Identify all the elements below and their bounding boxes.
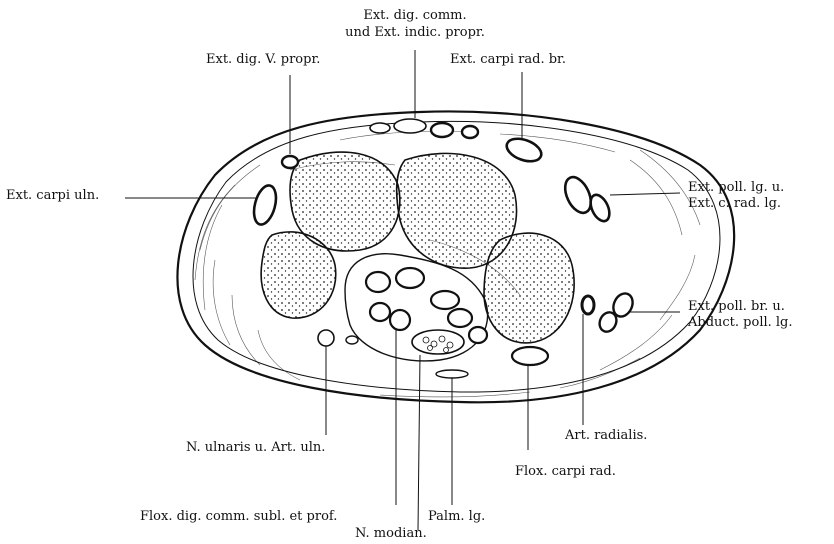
nervus-medianus [412,330,464,354]
label-ext-dig-v: Ext. dig. V. propr. [206,52,320,67]
label-ext-dig-comm: Ext. dig. comm. [330,8,500,23]
label-ext-c-rad-lg: Ext. c. rad. lg. [688,196,781,211]
label-ext-poll-br: Ext. poll. br. u. [688,299,785,314]
tendon-flex-carpi-rad [512,347,548,365]
bone-triquetrum [261,232,336,318]
tendon-ext-dig-v [282,156,298,168]
label-flex-carpi-rad: Flox. carpi rad. [515,464,616,479]
label-ext-indic: und Ext. indic. propr. [310,25,520,40]
bone-trapezium [484,233,574,343]
label-ext-poll-lg: Ext. poll. lg. u. [688,180,784,195]
tendon-ext-poll-lg [560,173,596,217]
ulnar-vessel [346,336,358,344]
tendon-palmaris-longus [436,370,468,378]
label-n-ulnaris: N. ulnaris u. Art. uln. [186,440,325,455]
label-art-radialis: Art. radialis. [565,428,647,443]
radial-artery [582,296,594,314]
label-abduct-poll: Abduct. poll. lg. [688,315,793,330]
label-ext-carpi-rad-br: Ext. carpi rad. br. [450,52,566,67]
tendon-ext-dig-comm [394,119,426,133]
label-ext-carpi-uln: Ext. carpi uln. [6,188,99,203]
tendon-ext-carpi-uln [250,183,280,227]
ulnar-nerve-artery [318,330,334,346]
label-n-median: N. modian. [355,526,427,541]
tendon-ext-indic [431,123,453,137]
tendon-ext-c-rad-lg [587,192,613,224]
label-flex-dig: Flox. dig. comm. subl. et prof. [140,509,337,524]
label-palm-lg: Palm. lg. [428,509,485,524]
tendon-ext-carpi-rad-br [504,134,545,165]
